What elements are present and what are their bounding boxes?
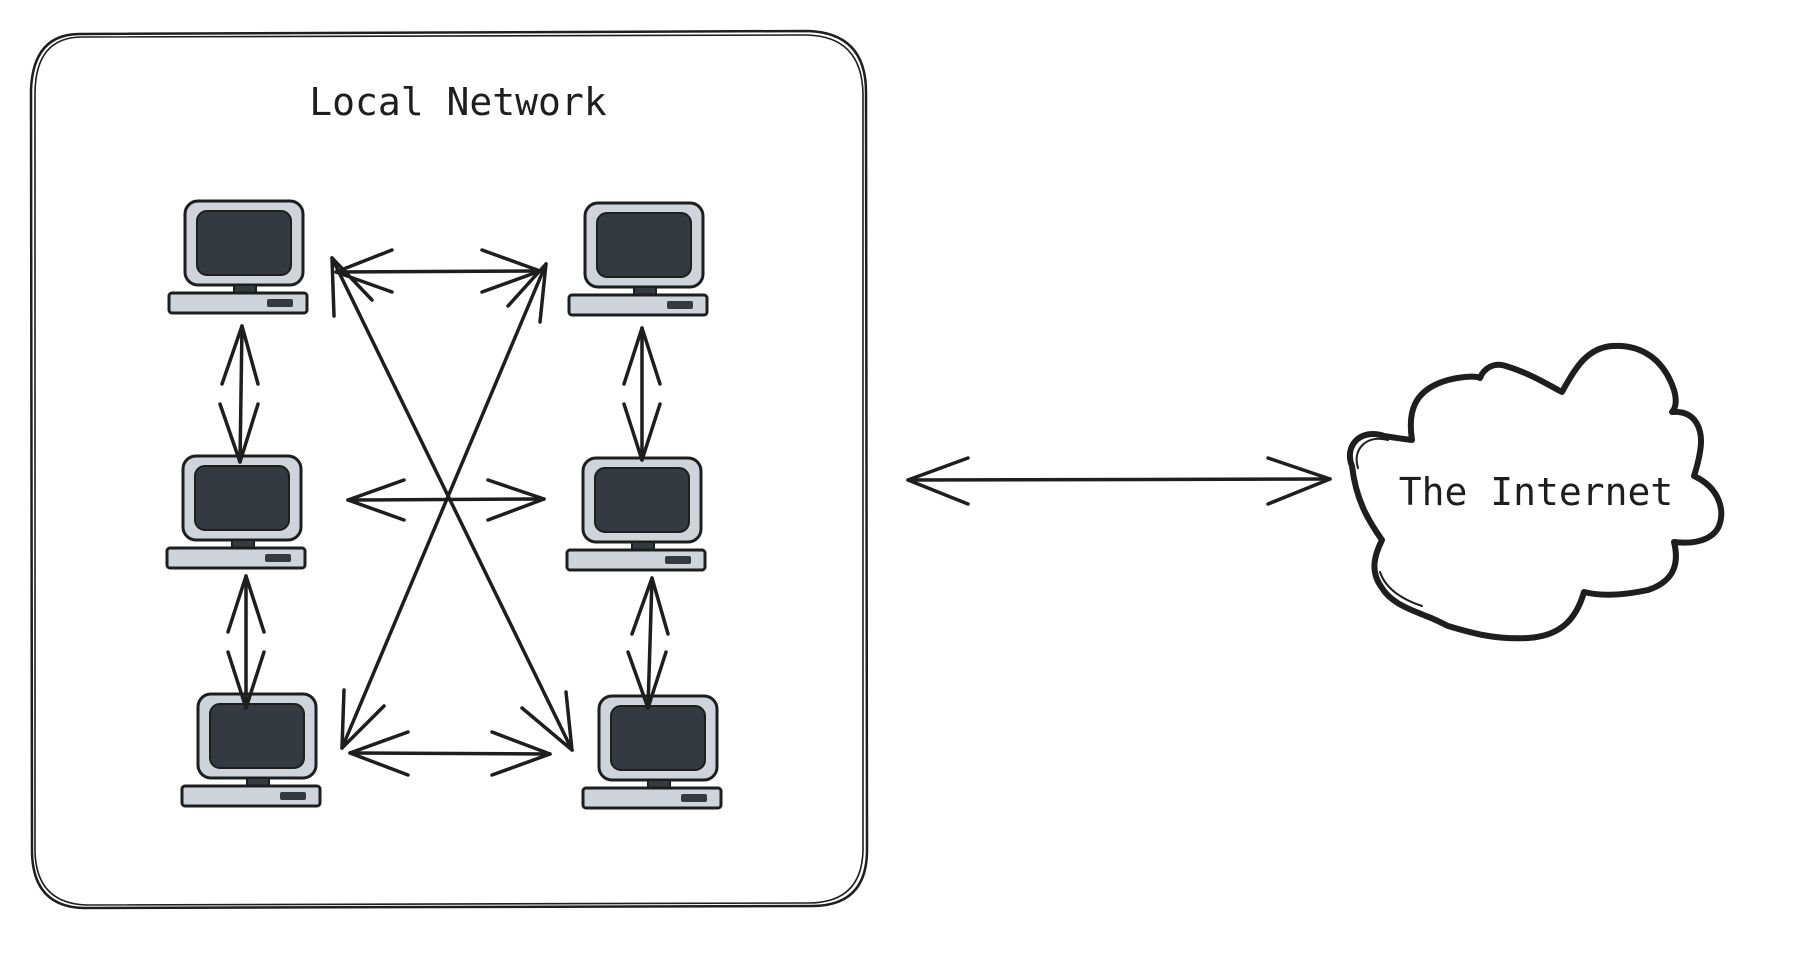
computer-icon bbox=[581, 694, 723, 810]
bidirectional-arrow bbox=[334, 248, 542, 294]
internet-label: The Internet bbox=[1399, 470, 1674, 514]
local-network-label: Local Network bbox=[309, 80, 607, 124]
bidirectional-arrow bbox=[626, 576, 670, 710]
computer-icon bbox=[565, 456, 707, 572]
bidirectional-arrow bbox=[348, 730, 552, 777]
bidirectional-arrow bbox=[330, 256, 574, 752]
cloud-icon bbox=[1347, 342, 1725, 642]
bidirectional-arrow bbox=[226, 574, 266, 710]
computer-icon bbox=[167, 199, 309, 315]
computer-icon bbox=[567, 201, 709, 317]
computer-icon bbox=[165, 454, 307, 570]
bidirectional-arrow bbox=[622, 326, 662, 462]
bidirectional-arrow bbox=[218, 324, 260, 464]
bidirectional-arrow bbox=[340, 262, 548, 750]
local-network-container bbox=[29, 29, 869, 910]
computer-icon bbox=[180, 692, 322, 808]
bidirectional-arrow bbox=[906, 456, 1332, 506]
